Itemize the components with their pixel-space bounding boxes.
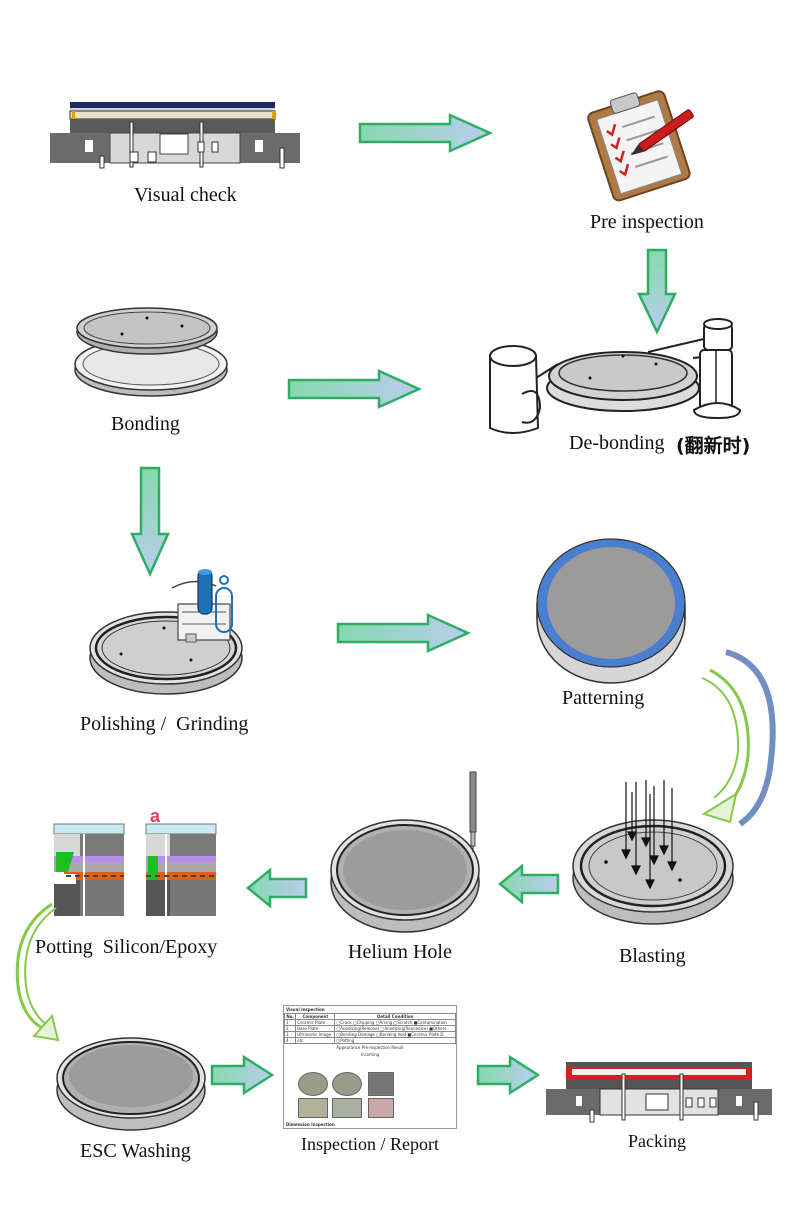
- arrow-down-icon: [637, 248, 677, 335]
- inspection-report-label: Inspection / Report: [301, 1134, 439, 1154]
- bonding-label: Bonding: [111, 413, 180, 435]
- potting-marker: a: [150, 806, 161, 826]
- report-photo: [368, 1072, 394, 1096]
- arrow-down-icon: [130, 466, 170, 578]
- packing-machine-image: [546, 1062, 772, 1123]
- packing-label: Packing: [628, 1131, 686, 1151]
- table-row: 1 Ceramic Plate □Crack □Chipping □Arcing…: [284, 1019, 456, 1026]
- arrow-right-icon: [358, 113, 494, 153]
- de-bonding-note: (翻新时): [676, 435, 751, 457]
- blasting-plate-image: [572, 780, 734, 925]
- report-photo: [332, 1098, 362, 1118]
- polishing-grinding-label: Polishing / Grinding: [80, 713, 249, 735]
- pre-inspection-label: Pre inspection: [590, 211, 704, 233]
- visual-check-machine-image: [50, 102, 300, 169]
- de-bonding-image: [489, 318, 742, 434]
- arrow-right-icon: [336, 613, 472, 653]
- blasting-label: Blasting: [619, 945, 686, 967]
- potting-label: Potting Silicon/Epoxy: [35, 936, 218, 958]
- table-row: 2 Base Plate □Anodizing(Remove) □Anodizi…: [284, 1025, 456, 1032]
- arrow-right-icon: [210, 1054, 275, 1096]
- report-dimension-title: Dimension Inspection: [286, 1122, 335, 1127]
- esc-washing-plate-image: [56, 1037, 206, 1131]
- helium-hole-plate-image: [330, 771, 480, 933]
- curved-arrow-icon: [15, 902, 60, 1042]
- patterning-label: Patterning: [562, 687, 645, 709]
- report-appearance-title: Appearance Pre-Inspection Result: [336, 1045, 404, 1050]
- visual-check-label: Visual check: [134, 184, 237, 206]
- report-incoming-label: Incoming: [360, 1052, 380, 1057]
- table-row: 4 etc □Potting: [284, 1037, 456, 1044]
- patterning-plate-image: [536, 538, 686, 684]
- report-photo: [368, 1098, 394, 1118]
- clipboard-pen-icon: [587, 90, 694, 202]
- report-photo: [332, 1072, 362, 1096]
- curved-arrow-icon: [701, 649, 776, 827]
- potting-cross-section-image: [53, 823, 217, 916]
- helium-hole-label: Helium Hole: [348, 941, 452, 963]
- arrow-left-icon: [246, 867, 308, 909]
- report-photo: [298, 1098, 328, 1118]
- table-row: 3 Ultrasonic Image □Bonding Damage □Bond…: [284, 1031, 456, 1038]
- de-bonding-label: De-bonding: [569, 432, 665, 454]
- bonding-plates-image: [74, 307, 228, 397]
- arrow-right-icon: [476, 1054, 541, 1096]
- report-table: No. Component Detail Condition 1 Ceramic…: [284, 1013, 456, 1044]
- esc-washing-label: ESC Washing: [80, 1140, 191, 1162]
- polishing-grinding-image: [89, 569, 243, 695]
- arrow-right-icon: [287, 369, 423, 409]
- report-title: Visual Inspection: [286, 1007, 325, 1012]
- arrow-left-icon: [498, 863, 560, 905]
- report-photo: [298, 1072, 328, 1096]
- inspection-report-document: Visual Inspection No. Component Detail C…: [283, 1005, 457, 1129]
